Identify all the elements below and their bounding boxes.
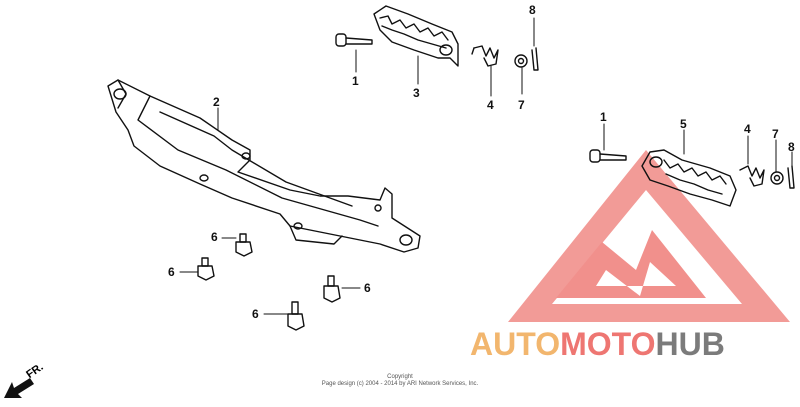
washer-upper: [514, 54, 528, 68]
pin-lower: [589, 149, 627, 163]
pin-upper: [335, 33, 373, 47]
bolt-b: [197, 257, 215, 281]
callout-3: 3: [413, 86, 420, 100]
leader-lines: [179, 17, 793, 315]
front-direction-arrow-icon: [4, 378, 34, 398]
callout-7-upper: 7: [518, 98, 525, 112]
watermark-text: AUTOMOTOHUB: [470, 326, 725, 363]
copyright-title: Copyright: [387, 374, 413, 380]
bolt-d: [287, 301, 305, 331]
washer-lower: [770, 171, 784, 185]
callout-1-lower: 1: [600, 110, 607, 124]
callout-1-upper: 1: [352, 74, 359, 88]
copyright-line: Page design (c) 2004 - 2014 by ARI Netwo…: [321, 381, 479, 387]
callout-5: 5: [680, 117, 687, 131]
watermark-triangle-logo: [508, 150, 790, 322]
watermark-moto: MOTO: [560, 326, 656, 362]
cotter-pin-upper: [531, 47, 539, 71]
step-bar-assembly: [107, 79, 421, 253]
cotter-pin-lower: [787, 165, 795, 189]
callout-4-lower: 4: [744, 122, 751, 136]
watermark-auto: AUTO: [470, 326, 561, 362]
bolt-c: [323, 275, 341, 303]
spring-upper: [471, 45, 499, 67]
callout-8-lower: 8: [788, 140, 795, 154]
footpeg-right: [641, 149, 737, 207]
callout-6-a: 6: [211, 230, 218, 244]
bolt-a: [235, 233, 253, 257]
callout-7-lower: 7: [772, 127, 779, 141]
callout-6-b: 6: [168, 265, 175, 279]
callout-6-c: 6: [364, 281, 371, 295]
callout-2: 2: [213, 95, 220, 109]
footpeg-left: [373, 5, 459, 67]
callout-8-upper: 8: [529, 3, 536, 17]
callout-6-d: 6: [252, 307, 259, 321]
callout-4-upper: 4: [487, 98, 494, 112]
watermark-hub: HUB: [655, 326, 725, 362]
spring-lower: [739, 165, 765, 187]
